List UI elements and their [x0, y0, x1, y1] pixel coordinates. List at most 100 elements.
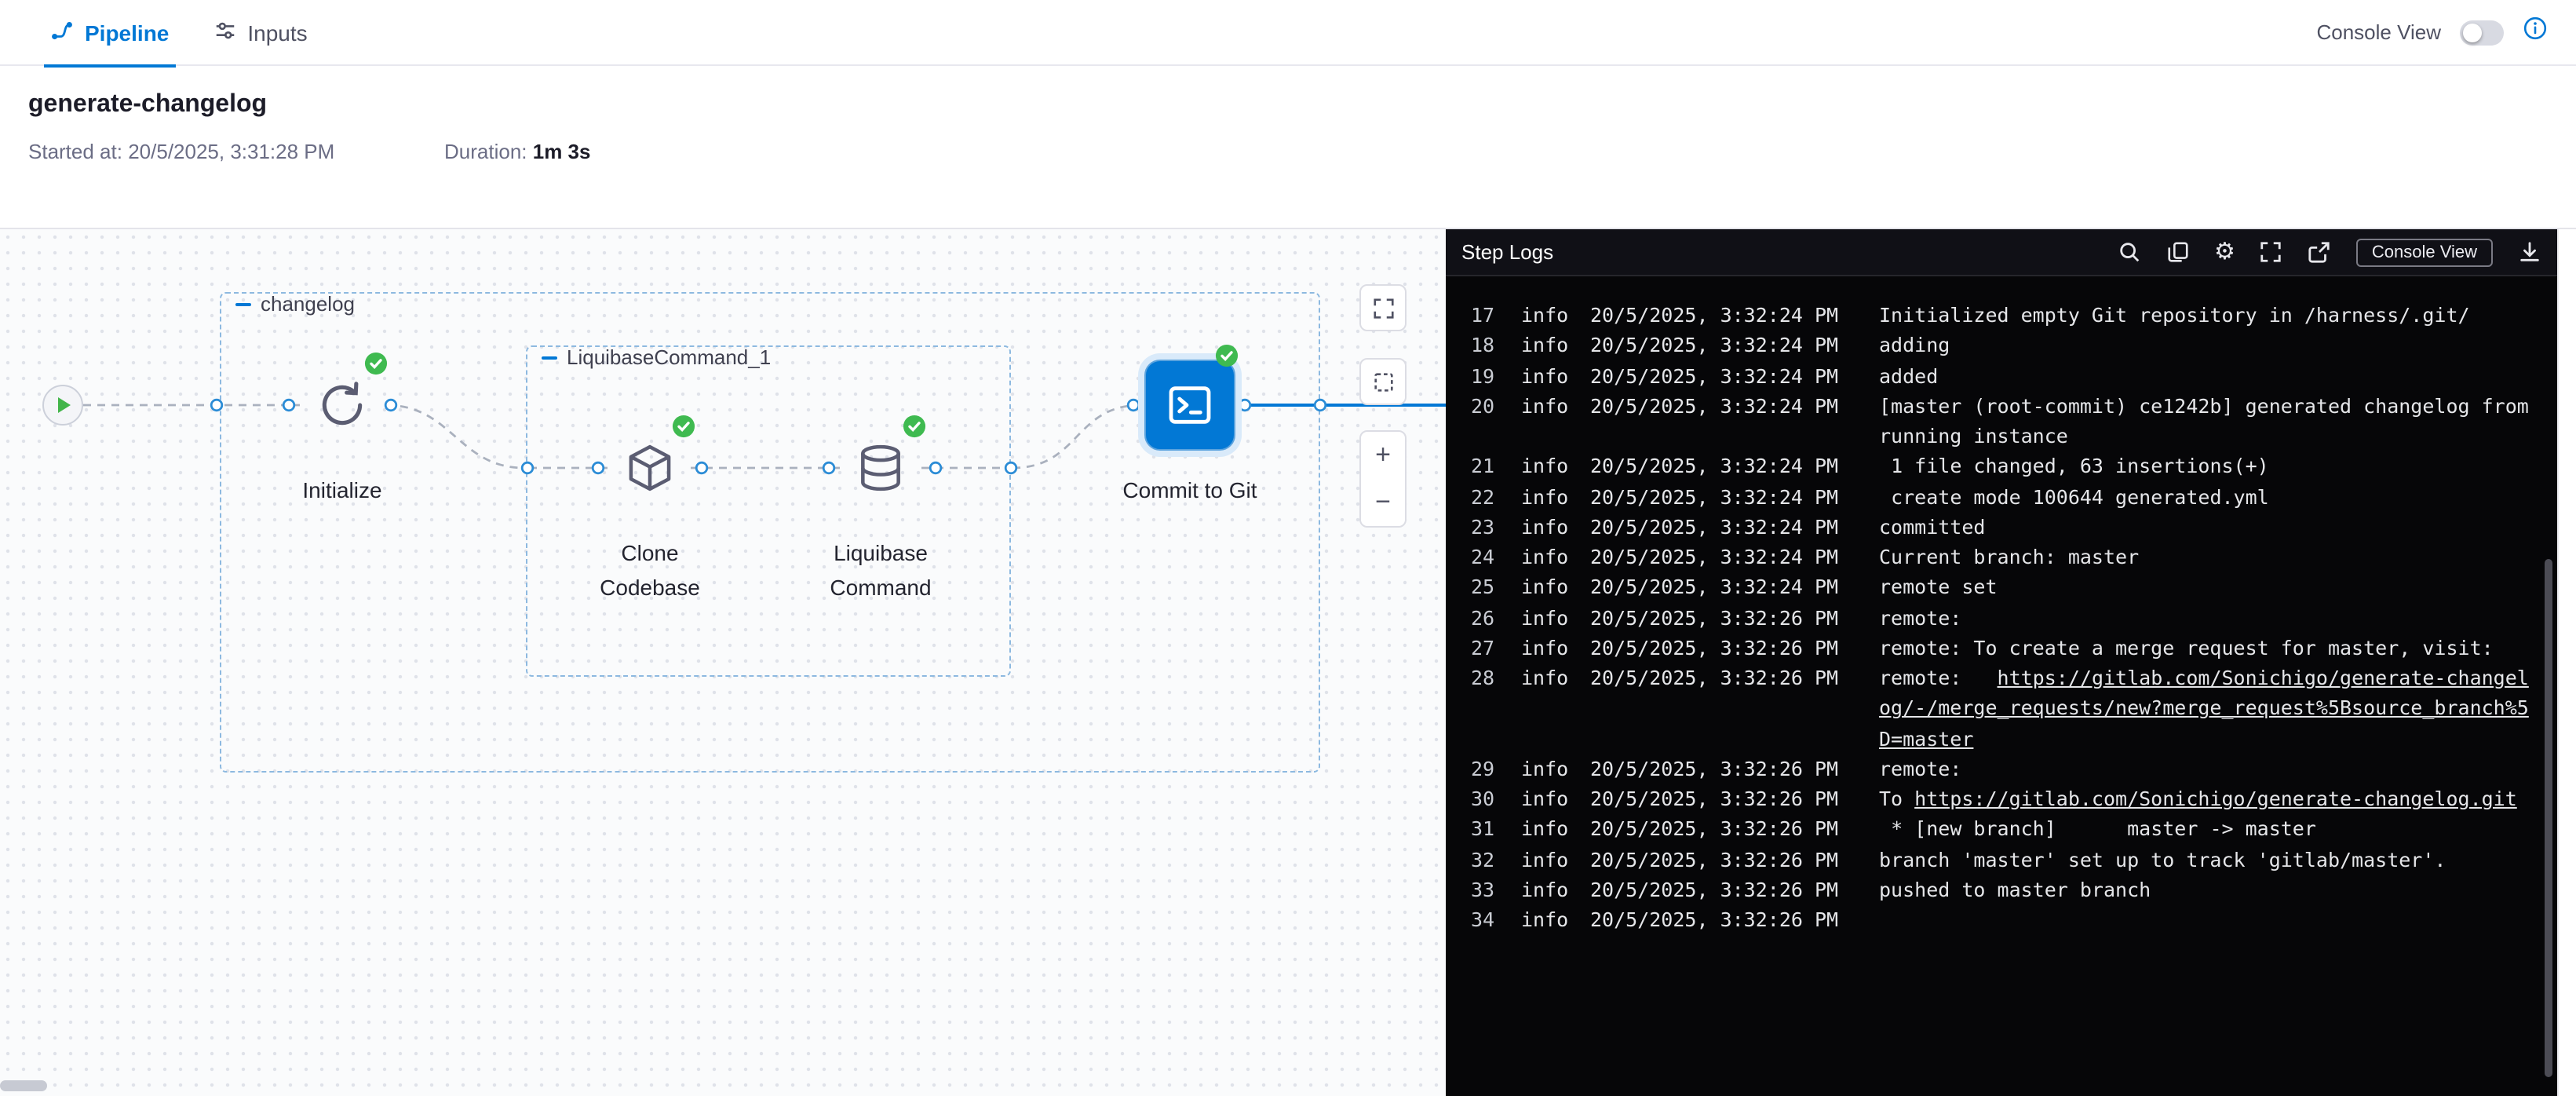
step-label: Commit to Git [1122, 477, 1257, 502]
log-link[interactable]: https://gitlab.com/Sonichigo/generate-ch… [1914, 787, 2517, 810]
success-check-icon [1215, 344, 1239, 367]
log-line-number: 34 [1471, 908, 1495, 931]
log-level: info [1521, 393, 1569, 418]
step-label: Clone Codebase [600, 540, 700, 600]
tab-inputs[interactable]: Inputs [191, 0, 329, 65]
log-level: info [1521, 364, 1569, 387]
external-link-icon[interactable] [2308, 239, 2333, 265]
pipeline-canvas[interactable]: changelog LiquibaseCommand_1 [0, 229, 1446, 1096]
log-message: remote: To create a merge request for ma… [1879, 633, 2535, 663]
play-icon [58, 397, 71, 413]
step-liquibase-command[interactable]: Liquibase Command [786, 415, 975, 605]
log-message: * [new branch] master -> master [1879, 814, 2535, 845]
page-scrollbar-gutter[interactable] [2557, 229, 2576, 1096]
step-label: Liquibase Command [830, 540, 932, 600]
run-info-section: generate-changelog Started at: 20/5/2025… [0, 66, 2576, 229]
pipeline-start-node[interactable] [42, 385, 83, 426]
log-message: create mode 100644 generated.yml [1879, 481, 2535, 512]
log-line-number: 25 [1471, 575, 1495, 599]
console-view-label: Console View [2316, 20, 2441, 44]
log-timestamp: 20/5/2025, 3:32:26 PM [1590, 666, 1839, 689]
log-line-number: 33 [1471, 877, 1495, 901]
search-icon[interactable] [2117, 239, 2142, 265]
liquibase-database-icon[interactable] [840, 427, 921, 509]
toggle-knob [2463, 23, 2482, 42]
duration-label: Duration: [444, 140, 527, 163]
log-timestamp: 20/5/2025, 3:32:26 PM [1590, 908, 1839, 931]
stage-changelog-box[interactable] [220, 292, 1320, 773]
log-message: pushed to master branch [1879, 875, 2535, 905]
step-commit-to-git[interactable]: Commit to Git [1096, 344, 1284, 508]
log-line-number: 18 [1471, 333, 1495, 357]
success-check-icon [903, 415, 926, 438]
download-icon[interactable] [2516, 239, 2541, 265]
terminal-icon[interactable] [1144, 360, 1235, 451]
log-message: added [1879, 360, 2535, 391]
console-view-toggle[interactable] [2460, 20, 2504, 45]
canvas-horizontal-scrollbar[interactable] [0, 1080, 47, 1091]
zoom-out-button[interactable]: − [1375, 487, 1391, 517]
log-message: remote set [1879, 572, 2535, 603]
log-message: committed [1879, 512, 2535, 543]
log-line-number: 29 [1471, 756, 1495, 780]
console-view-button[interactable]: Console View [2355, 238, 2493, 266]
log-line-number: 21 [1471, 454, 1495, 478]
tab-pipeline[interactable]: Pipeline [28, 0, 191, 67]
step-initialize[interactable]: Initialize [248, 352, 436, 508]
log-message: remote: [1879, 602, 2535, 633]
log-level: info [1521, 817, 1569, 841]
log-level: info [1521, 545, 1569, 568]
log-text: Current branch: master [1879, 545, 2140, 568]
log-level: info [1521, 333, 1569, 357]
fullscreen-icon[interactable] [2259, 239, 2284, 265]
log-message: adding [1879, 331, 2535, 361]
stage-collapse-icon[interactable] [235, 296, 251, 312]
stepgroup-liquibase-box[interactable] [526, 345, 1011, 677]
zoom-in-button[interactable]: + [1375, 440, 1391, 469]
canvas-select-button[interactable] [1359, 358, 1407, 405]
step-clone-codebase[interactable]: Clone Codebase [556, 415, 744, 605]
canvas-expand-button[interactable] [1359, 284, 1407, 331]
expand-icon [1373, 298, 1393, 318]
log-vertical-scrollbar[interactable] [2545, 559, 2552, 1077]
log-line-number: 30 [1471, 787, 1495, 810]
log-link[interactable]: https://gitlab.com/Sonichigo/generate-ch… [1879, 666, 2529, 750]
log-message [1879, 904, 2535, 935]
log-line-number: 23 [1471, 514, 1495, 539]
log-level: info [1521, 877, 1569, 901]
log-level: info [1521, 635, 1569, 659]
log-line-number: 27 [1471, 635, 1495, 659]
log-text: added [1879, 364, 1939, 387]
copy-icon[interactable] [2166, 239, 2191, 265]
step-logs-header: Step Logs ⚙ [1446, 229, 2557, 276]
log-timestamp: 20/5/2025, 3:32:26 PM [1590, 605, 1839, 629]
log-timestamp: 20/5/2025, 3:32:26 PM [1590, 877, 1839, 901]
log-text: remote: [1879, 605, 1962, 629]
log-message: 1 file changed, 63 insertions(+) [1879, 451, 2535, 482]
log-level: info [1521, 514, 1569, 539]
log-timestamp: 20/5/2025, 3:32:24 PM [1590, 514, 1839, 539]
canvas-zoom-controls: + − [1359, 430, 1407, 528]
initialize-refresh-icon[interactable] [301, 364, 383, 446]
tab-inputs-label: Inputs [247, 20, 308, 45]
log-message: remote: [1879, 754, 2535, 784]
log-timestamp: 20/5/2025, 3:32:26 PM [1590, 756, 1839, 780]
stepgroup-collapse-icon[interactable] [542, 349, 557, 365]
info-icon[interactable] [2523, 16, 2548, 49]
log-text: remote: [1879, 756, 1962, 780]
log-line-number: 28 [1471, 666, 1495, 689]
step-label: Initialize [302, 477, 382, 502]
log-level: info [1521, 756, 1569, 780]
pipeline-title: generate-changelog [28, 91, 268, 118]
clone-codebase-icon[interactable] [609, 427, 691, 509]
log-row: 33 info 20/5/2025, 3:32:26 PM pushed to mas… [1471, 875, 2535, 905]
duration-value: 1m 3s [532, 140, 591, 163]
gear-icon[interactable]: ⚙ [2213, 239, 2235, 265]
